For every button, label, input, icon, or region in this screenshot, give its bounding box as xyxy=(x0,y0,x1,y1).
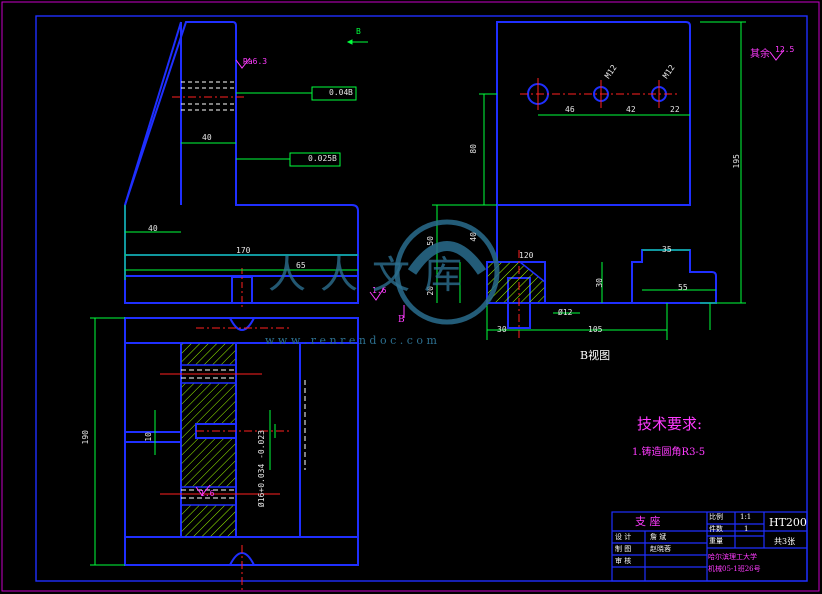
view-b-title: B视图 xyxy=(580,349,611,362)
tolerance-parallel-datum: B xyxy=(348,88,353,97)
dim-65: 65 xyxy=(296,261,306,270)
roughness-top: Ra6.3 xyxy=(243,57,268,66)
section-label-b: B xyxy=(356,27,361,36)
watermark-logo-text: 人人文库 xyxy=(268,253,477,297)
check-label: 审 核 xyxy=(615,557,632,565)
inner-border xyxy=(35,15,808,582)
top-view-centerlines xyxy=(160,327,290,590)
dim-55: 55 xyxy=(678,283,688,292)
roughness-bore: 1.6 xyxy=(200,489,215,498)
dim-30: 30 xyxy=(497,325,507,334)
roughness-base: 1.6 xyxy=(372,286,387,295)
dim-80: 80 xyxy=(469,144,478,154)
top-view-hidden xyxy=(181,369,306,499)
watermark-url: w w w . r e n r e n d o c . c o m xyxy=(265,334,437,347)
design-name: 詹 斌 xyxy=(650,533,667,541)
dim-30-vertical: 30 xyxy=(595,278,604,288)
dim-22: 22 xyxy=(670,105,680,114)
side-view-hatch xyxy=(486,261,546,304)
dim-105: 105 xyxy=(588,325,603,334)
dim-10: 10 xyxy=(144,432,153,442)
dim-40-top: 40 xyxy=(202,133,212,142)
dim-46: 46 xyxy=(565,105,575,114)
scale-value: 1:1 xyxy=(740,513,752,521)
requirement-item-1: 1.铸造圆角R3-5 xyxy=(632,447,706,458)
section-mark-lower: B xyxy=(398,315,405,325)
front-view-centerlines xyxy=(172,96,245,310)
count-label: 件数 xyxy=(709,525,723,533)
draw-name: 赵晓蓉 xyxy=(650,545,671,553)
dim-190: 190 xyxy=(81,430,90,445)
dim-40-left: 40 xyxy=(148,224,158,233)
count-value: 1 xyxy=(744,525,749,533)
section-arrow-b xyxy=(346,39,368,45)
side-view-dimensions xyxy=(432,21,746,340)
title-block xyxy=(611,511,808,582)
draw-label: 制 图 xyxy=(615,545,632,553)
hatched-section-1 xyxy=(180,342,237,366)
tolerance-parallel-value: 0.04 xyxy=(329,88,349,97)
roughness-rest-label: 其余 xyxy=(750,49,770,60)
roughness-rest-value: 12.5 xyxy=(775,45,795,54)
part-name: 支 座 xyxy=(635,515,661,528)
tolerance-perp-value: 0.025 xyxy=(308,154,333,163)
dim-42: 42 xyxy=(626,105,636,114)
tolerance-perp-datum: B xyxy=(332,154,337,163)
front-view-dimensions xyxy=(124,86,358,280)
top-view-dimensions xyxy=(90,317,276,566)
class-name: 机械05-1班26号 xyxy=(708,565,761,573)
sheet-count: 共3张 xyxy=(774,537,796,546)
dim-40-side: 40 xyxy=(469,232,478,242)
hatched-section-3 xyxy=(180,504,237,538)
material: HT200 xyxy=(769,516,807,529)
front-view-hidden xyxy=(181,81,236,111)
scale-label: 比例 xyxy=(709,513,723,521)
dim-170: 170 xyxy=(236,246,251,255)
dim-bore: Ø16+0.034 -0.023 xyxy=(257,430,266,508)
weight-label: 重量 xyxy=(709,537,723,545)
dim-50: 50 xyxy=(426,236,435,246)
roughness-symbols xyxy=(195,49,785,496)
top-view xyxy=(124,317,359,566)
side-view-centerlines xyxy=(518,78,680,340)
design-label: 设 计 xyxy=(615,533,632,541)
dim-35: 35 xyxy=(662,245,672,254)
requirements-title: 技术要求: xyxy=(637,415,703,433)
school-name: 哈尔滨理工大学 xyxy=(708,553,757,561)
dim-120: 120 xyxy=(519,251,534,260)
dim-195: 195 xyxy=(732,154,741,169)
watermark-logo xyxy=(394,219,500,325)
dim-12: Ø12 xyxy=(558,308,573,317)
